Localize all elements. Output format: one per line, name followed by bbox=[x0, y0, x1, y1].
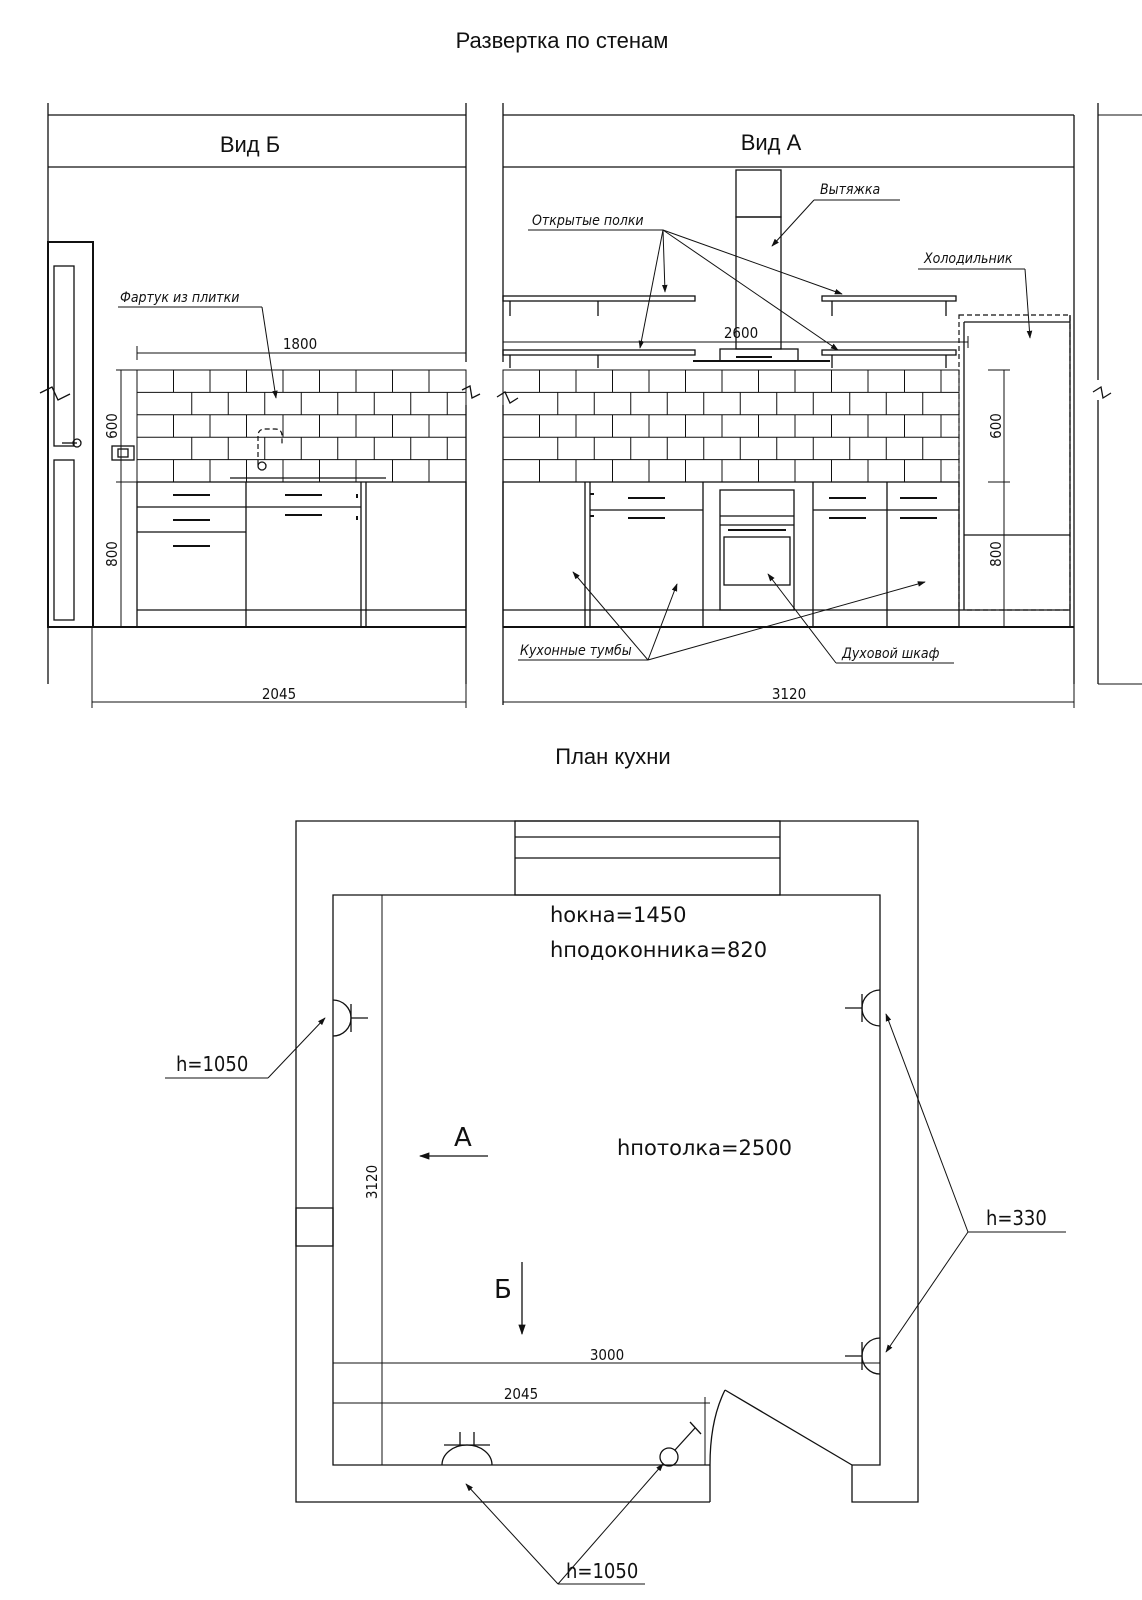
note-window-h: hокна=1450 bbox=[550, 903, 686, 927]
dim-apron-len: 1800 bbox=[283, 335, 317, 353]
label-fridge: Холодильник bbox=[923, 251, 1013, 267]
walls-title: Развертка по стенам bbox=[456, 28, 669, 53]
dim-shelf-len: 2600 bbox=[724, 324, 758, 342]
base-cabinets-a bbox=[502, 481, 960, 628]
note-h-right: h=330 bbox=[986, 1206, 1047, 1230]
hood-icon bbox=[693, 169, 830, 362]
label-apron: Фартук из плитки bbox=[120, 290, 239, 306]
base-cabinets-b bbox=[136, 481, 467, 628]
dim-wall-b: 2045 bbox=[262, 685, 296, 703]
view-a-elevation: Вид А 2600 bbox=[496, 103, 1142, 708]
socket-icon bbox=[441, 1432, 493, 1466]
dim-plan-left: 3120 bbox=[363, 1165, 381, 1199]
dim-base-h-a: 800 bbox=[987, 541, 1005, 567]
view-a-title: Вид А bbox=[741, 130, 802, 155]
fridge-icon bbox=[958, 314, 1071, 627]
oven-icon bbox=[719, 489, 795, 611]
dim-plan-bottom: 3000 bbox=[590, 1346, 624, 1364]
dim-base-h-b: 800 bbox=[103, 541, 121, 567]
plan-title: План кухни bbox=[555, 744, 670, 769]
door-swing-icon bbox=[709, 1389, 853, 1502]
note-sill-h: hподоконника=820 bbox=[550, 938, 767, 962]
dim-wall-a: 3120 bbox=[772, 685, 806, 703]
open-shelves bbox=[502, 295, 957, 368]
view-arrow-b-label: Б bbox=[494, 1275, 512, 1305]
socket-icon bbox=[845, 989, 881, 1027]
label-cabinets: Кухонные тумбы bbox=[520, 643, 632, 659]
note-h-left: h=1050 bbox=[176, 1052, 248, 1076]
apron-tiles-a bbox=[502, 369, 960, 483]
dim-apron-h-a: 600 bbox=[987, 413, 1005, 439]
kitchen-plan: 3120 3000 2045 hокна=1450 hподоконника=8… bbox=[165, 820, 1066, 1585]
socket-icon bbox=[845, 1337, 881, 1375]
note-h-bottom: h=1050 bbox=[566, 1559, 638, 1583]
socket-icon bbox=[111, 445, 135, 461]
view-b-title: Вид Б bbox=[220, 132, 280, 157]
view-b-elevation: Вид Б bbox=[39, 103, 481, 708]
label-shelves: Открытые полки bbox=[532, 213, 644, 229]
label-hood: Вытяжка bbox=[820, 182, 880, 198]
dim-apron-h-b: 600 bbox=[103, 413, 121, 439]
socket-icon bbox=[332, 999, 368, 1037]
window-icon bbox=[514, 820, 781, 896]
faucet-icon bbox=[230, 428, 386, 479]
label-oven: Духовой шкаф bbox=[841, 646, 940, 662]
note-ceiling-h: hпотолка=2500 bbox=[617, 1136, 792, 1160]
socket-icon bbox=[659, 1421, 702, 1467]
door-icon bbox=[47, 241, 94, 628]
apron-tiles-b bbox=[136, 369, 467, 483]
view-arrow-a-label: А bbox=[454, 1123, 472, 1153]
dim-plan-counter: 2045 bbox=[504, 1385, 538, 1403]
